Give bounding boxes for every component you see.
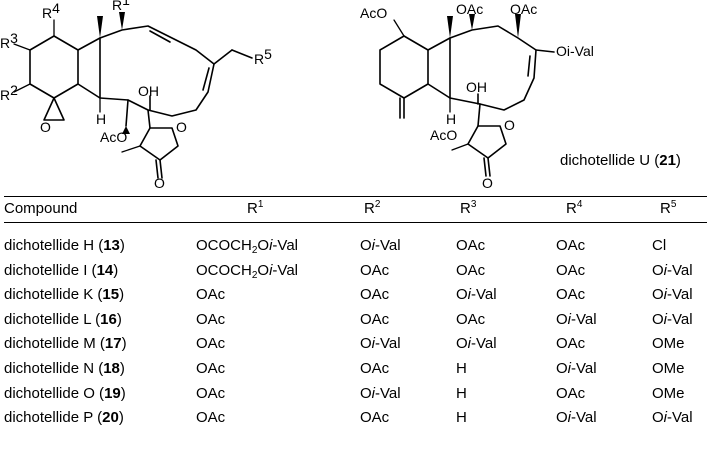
h-label: H: [446, 111, 456, 127]
table-top-rule: [4, 196, 707, 197]
r1-cell: OAc: [196, 310, 226, 328]
r2-cell: Oi-Val: [360, 237, 401, 254]
r4-cell: OAc: [556, 237, 586, 254]
compound-name-cell: dichotellide H (13): [4, 237, 125, 254]
header-r1: R1: [247, 199, 264, 218]
r2-cell: OAc: [360, 261, 390, 279]
header-r4: R4: [566, 199, 583, 218]
ring-o-label: O: [504, 117, 515, 133]
r1-cell: OAc: [196, 335, 226, 353]
r2-label: R2: [0, 82, 18, 103]
r1-cell: OAc: [196, 409, 226, 427]
header-r5: R5: [660, 199, 677, 218]
aco-label: AcO: [430, 127, 457, 143]
r1-cell: OAc: [196, 360, 226, 377]
carbonyl-o-label: O: [482, 175, 493, 191]
r1-cell: OCOCH2Oi-Val: [196, 237, 298, 256]
header-r2: R2: [364, 199, 381, 218]
caption-name: dichotellide U: [560, 152, 651, 169]
r5-cell: Oi-Val: [652, 409, 693, 427]
table-row: dichotellide P (20) OAc OAc H Oi-Val Oi-Val: [0, 408, 711, 428]
r4-label: R4: [42, 0, 60, 21]
compound-name-cell: dichotellide L (16): [4, 310, 122, 328]
compound-name-cell: dichotellide M (17): [4, 335, 127, 353]
r1-cell: OAc: [196, 384, 226, 402]
r1-cell: OCOCH2Oi-Val: [196, 261, 298, 281]
r5-cell: Oi-Val: [652, 310, 693, 328]
r2-cell: OAc: [360, 310, 390, 328]
r3-label: R3: [0, 30, 18, 51]
r2-cell: OAc: [360, 360, 390, 377]
r4-cell: Oi-Val: [556, 310, 597, 328]
r4-cell: OAc: [556, 286, 586, 304]
table-row: dichotellide K (15) OAc OAc Oi-Val OAc Oi-Val: [0, 285, 711, 305]
generic-structure-drawing: R1 R4 R3 R2 R5 OH H AcO O O O: [0, 0, 272, 191]
r4-cell: Oi-Val: [556, 360, 597, 377]
r3-cell: OAc: [456, 310, 486, 328]
r2-cell: OAc: [360, 286, 390, 304]
r3-cell: OAc: [456, 261, 486, 279]
r3-cell: H: [456, 409, 467, 427]
compound-name-cell: dichotellide P (20): [4, 409, 124, 427]
table-row: dichotellide I (14) OCOCH2Oi-Val OAc OAc OAc…: [0, 261, 711, 281]
r4-cell: Oi-Val: [556, 409, 597, 427]
r5-label: R5: [254, 46, 272, 67]
compound-name-cell: dichotellide N (18): [4, 360, 125, 377]
compound-name-cell: dichotellide O (19): [4, 384, 126, 402]
table-header-rule: [4, 222, 707, 223]
r3-cell: H: [456, 360, 467, 377]
r2-cell: OAc: [360, 409, 390, 427]
r2-cell: Oi-Val: [360, 384, 401, 402]
oh-label: OH: [466, 79, 487, 95]
r3-cell: Oi-Val: [456, 335, 497, 353]
r5-cell: OMe: [652, 335, 685, 353]
oac1-label: OAc: [456, 1, 483, 17]
compound-caption: dichotellide U (21): [560, 152, 681, 169]
r1-label: R1: [112, 0, 130, 13]
r4-cell: OAc: [556, 261, 586, 279]
compound-name-cell: dichotellide I (14): [4, 261, 119, 279]
r5-cell: Cl: [652, 237, 667, 254]
r5-cell: Oi-Val: [652, 286, 693, 304]
table-row: dichotellide L (16) OAc OAc OAc Oi-Val Oi-Val: [0, 310, 711, 330]
r3-cell: OAc: [456, 237, 486, 254]
r2-cell: Oi-Val: [360, 335, 401, 353]
r5-cell: OMe: [652, 384, 685, 402]
ring-o-label: O: [176, 119, 187, 135]
h-label: H: [96, 111, 106, 127]
header-r3: R3: [460, 199, 477, 218]
caption-number: 21: [659, 152, 676, 169]
carbonyl-o-label: O: [154, 175, 165, 191]
aco-label: AcO: [100, 129, 127, 145]
r5-cell: Oi-Val: [652, 261, 693, 279]
epoxide-o-label: O: [40, 119, 51, 135]
r4-cell: OAc: [556, 384, 586, 402]
oac2-label: OAc: [510, 1, 537, 17]
oival-label: Oi-Val: [556, 43, 594, 59]
aco-top-label: AcO: [360, 5, 387, 21]
table-row: dichotellide O (19) OAc Oi-Val H OAc OMe: [0, 384, 711, 404]
oh-label: OH: [138, 83, 159, 99]
table-row: dichotellide H (13) OCOCH2Oi-Val Oi-Val OAc…: [0, 236, 711, 256]
table-row: dichotellide N (18) OAc OAc H Oi-Val OMe: [0, 359, 711, 379]
compound-name-cell: dichotellide K (15): [4, 286, 125, 304]
dichotellide-u-drawing: AcO OAc OAc Oi-Val OH H AcO O O: [360, 1, 594, 191]
r1-cell: OAc: [196, 286, 226, 304]
r5-cell: OMe: [652, 360, 685, 377]
r3-cell: H: [456, 384, 467, 402]
table-row: dichotellide M (17) OAc Oi-Val Oi-Val OAc OMe: [0, 334, 711, 354]
r3-cell: Oi-Val: [456, 286, 497, 304]
header-compound: Compound: [4, 200, 78, 217]
r4-cell: OAc: [556, 335, 586, 353]
